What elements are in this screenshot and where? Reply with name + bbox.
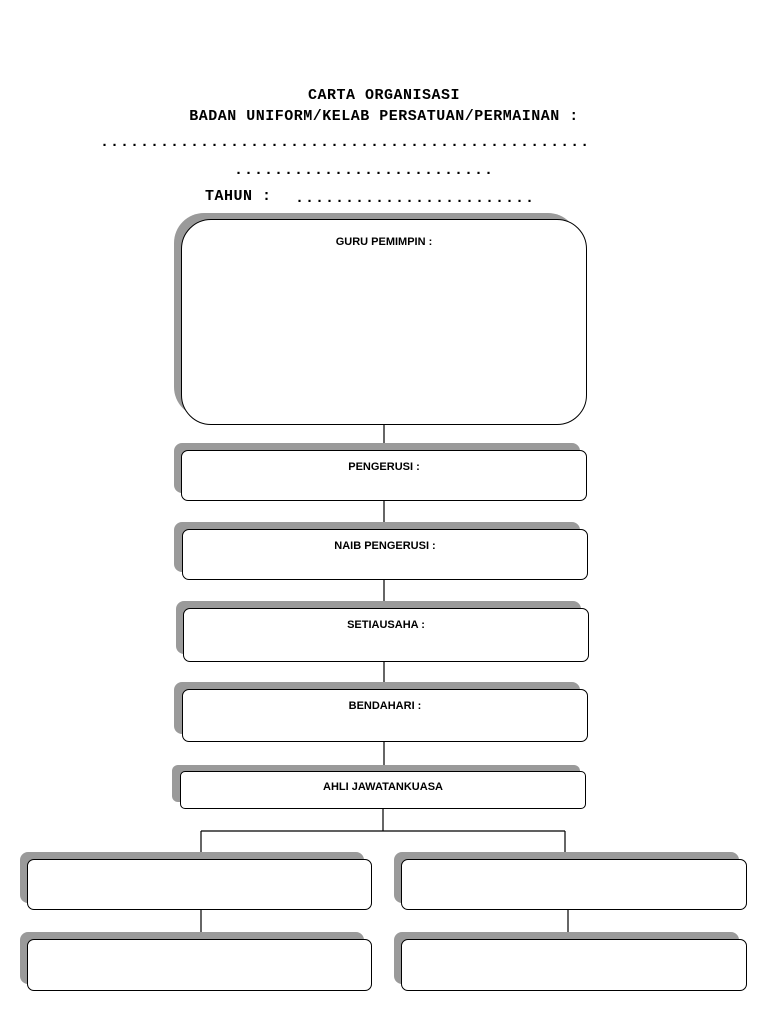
bendahari-label: BENDAHARI : — [348, 700, 422, 712]
setiausaha-label: SETIAUSAHA : — [347, 619, 425, 631]
chart-subtitle: BADAN UNIFORM/KELAB PERSATUAN/PERMAINAN … — [189, 108, 579, 125]
ahli-jawatankuasa-label: AHLI JAWATANKUASA — [323, 781, 443, 793]
chart-title: CARTA ORGANISASI — [307, 87, 461, 104]
naib-pengerusi-label: NAIB PENGERUSI : — [334, 540, 436, 552]
year-dots: ........................ — [295, 190, 536, 207]
guru-pemimpin-label: GURU PEMIMPIN : — [335, 236, 433, 248]
year-label: TAHUN : — [205, 188, 272, 205]
dotted-fill-line-1: ........................................… — [100, 134, 591, 151]
dotted-fill-line-2: .......................... — [234, 162, 495, 179]
pengerusi-label: PENGERUSI : — [348, 461, 420, 473]
